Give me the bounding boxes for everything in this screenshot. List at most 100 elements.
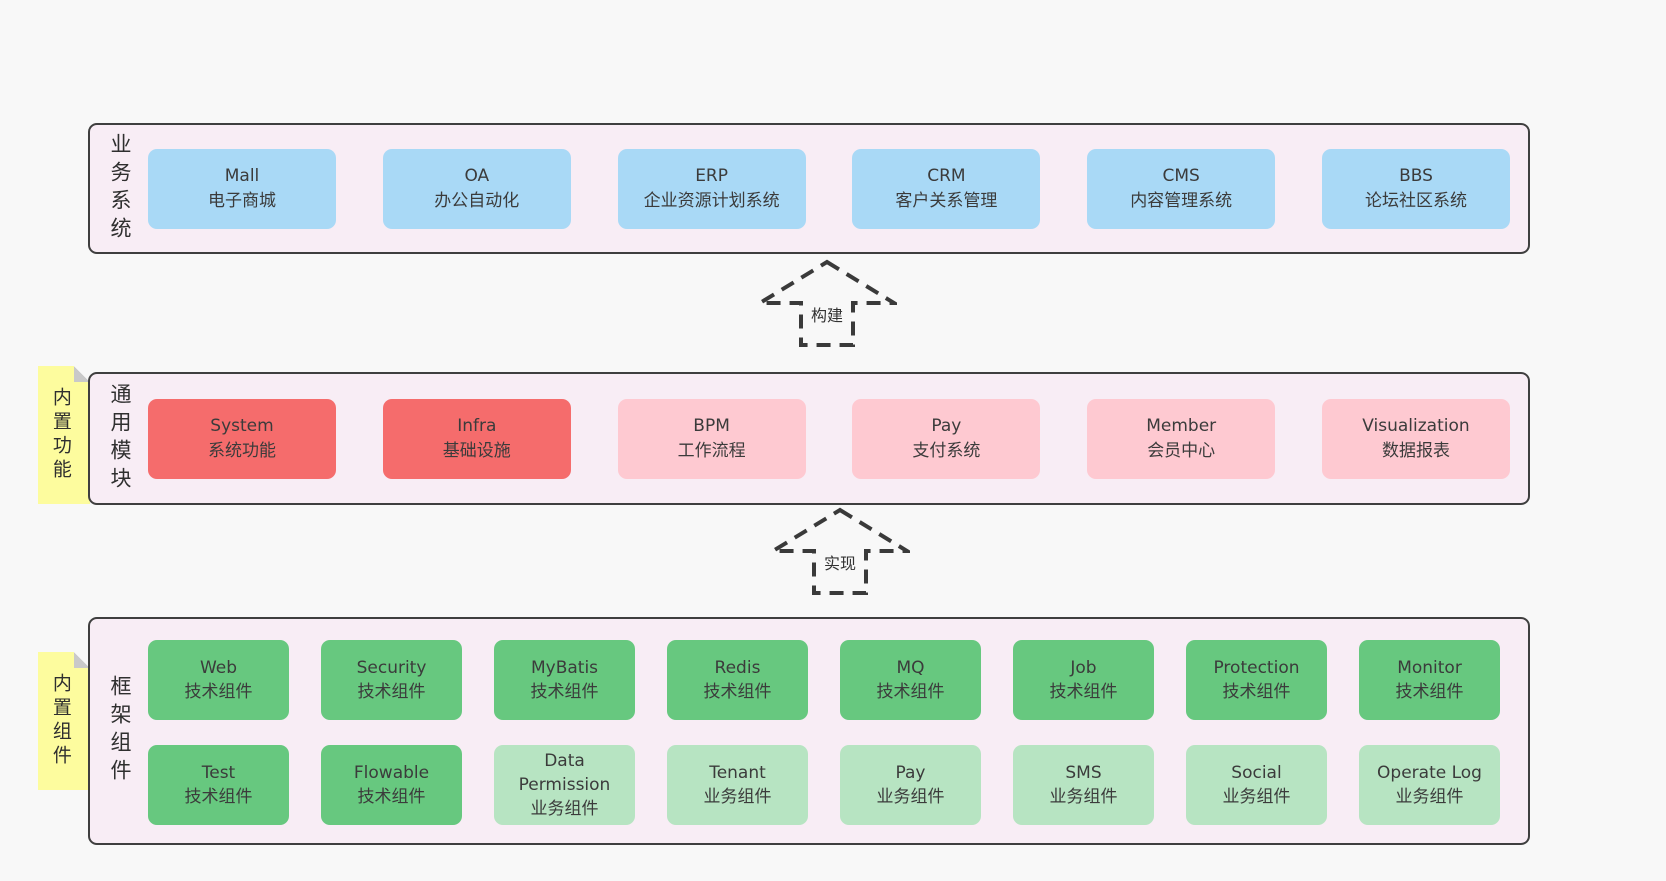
box-tenant: Tenant 业务组件	[667, 745, 808, 825]
box-name: BBS	[1399, 166, 1433, 187]
box-desc: 技术组件	[530, 682, 599, 702]
box-protection: Protection 技术组件	[1186, 640, 1327, 720]
box-pay-business: Pay 业务组件	[840, 745, 981, 825]
box-name: MQ	[896, 657, 925, 678]
box-infra: Infra 基础设施	[382, 398, 571, 479]
arrow-implement: 实现	[770, 506, 910, 596]
folded-corner-icon	[74, 652, 90, 668]
box-bbs: BBS 论坛社区系统	[1321, 148, 1510, 229]
box-desc: 内容管理系统	[1130, 190, 1233, 211]
arrow-build-label: 构建	[807, 302, 847, 326]
band-business-systems: 业务系统 Mall 电子商城 OA 办公自动化 ERP 企业资源计划系统 CRM…	[88, 123, 1530, 254]
band-framework-components: 框架组件 Web 技术组件 Security 技术组件 MyBatis 技术组件…	[88, 617, 1530, 845]
box-name: Member	[1146, 416, 1217, 437]
up-arrow-icon	[770, 507, 910, 595]
box-name: ERP	[695, 166, 728, 187]
box-crm: CRM 客户关系管理	[852, 148, 1041, 229]
arrow-implement-label: 实现	[820, 550, 860, 574]
box-pay: Pay 支付系统	[852, 398, 1041, 479]
box-name: Mall	[224, 166, 260, 187]
box-desc: 技术组件	[1395, 682, 1464, 702]
box-name: Social	[1231, 762, 1282, 783]
box-desc: 企业资源计划系统	[643, 190, 780, 211]
box-desc: 论坛社区系统	[1364, 190, 1467, 211]
box-desc: 业务组件	[1395, 787, 1464, 807]
box-name: Infra	[457, 416, 497, 437]
box-desc: 办公自动化	[434, 190, 520, 211]
box-name: System	[210, 416, 274, 437]
box-desc: 会员中心	[1147, 440, 1216, 461]
box-desc: 电子商城	[208, 190, 276, 211]
box-desc: 技术组件	[703, 682, 772, 702]
box-job: Job 技术组件	[1013, 640, 1154, 720]
box-name: Monitor	[1397, 657, 1462, 678]
box-test: Test 技术组件	[148, 745, 289, 825]
box-desc: 支付系统	[912, 440, 981, 461]
box-name: BPM	[693, 416, 730, 437]
box-desc: 数据报表	[1381, 440, 1450, 461]
box-name: Security	[356, 657, 427, 678]
box-name: Data Permission	[518, 750, 611, 795]
box-name: Test	[201, 762, 236, 783]
box-desc: 客户关系管理	[895, 190, 998, 211]
box-desc: 技术组件	[1049, 682, 1118, 702]
box-desc: 系统功能	[208, 440, 276, 461]
box-mybatis: MyBatis 技术组件	[494, 640, 635, 720]
folded-corner-icon	[74, 366, 90, 382]
box-mq: MQ 技术组件	[840, 640, 981, 720]
box-erp: ERP 企业资源计划系统	[617, 148, 806, 229]
box-desc: 技术组件	[184, 787, 253, 807]
box-social: Social 业务组件	[1186, 745, 1327, 825]
box-security: Security 技术组件	[321, 640, 462, 720]
box-desc: 业务组件	[703, 787, 772, 807]
sticky-note-built-in-components: 内置组件	[38, 652, 90, 790]
box-system: System 系统功能	[148, 398, 336, 479]
box-desc: 业务组件	[1049, 787, 1118, 807]
box-name: Web	[199, 657, 238, 678]
box-web: Web 技术组件	[148, 640, 289, 720]
box-desc: 技术组件	[184, 682, 253, 702]
box-member: Member 会员中心	[1087, 398, 1276, 479]
box-mall: Mall 电子商城	[148, 148, 336, 229]
box-desc: 技术组件	[357, 682, 426, 702]
band-label-framework-components: 框架组件	[108, 675, 132, 787]
box-desc: 业务组件	[876, 787, 945, 807]
box-desc: 业务组件	[530, 799, 599, 820]
box-bpm: BPM 工作流程	[617, 398, 806, 479]
box-desc: 业务组件	[1222, 787, 1291, 807]
band-common-modules: 通用模块 System 系统功能 Infra 基础设施 BPM 工作流程 Pay…	[88, 372, 1530, 505]
box-desc: 工作流程	[677, 440, 746, 461]
box-operate-log: Operate Log 业务组件	[1359, 745, 1500, 825]
box-flowable: Flowable 技术组件	[321, 745, 462, 825]
box-monitor: Monitor 技术组件	[1359, 640, 1500, 720]
box-name: CRM	[927, 166, 966, 187]
box-name: Pay	[931, 416, 962, 437]
framework-components-row-2: Test 技术组件 Flowable 技术组件 Data Permission …	[148, 745, 1500, 825]
sticky-note-text: 内置功能	[49, 387, 72, 483]
box-cms: CMS 内容管理系统	[1087, 148, 1276, 229]
sticky-note-text: 内置组件	[49, 673, 72, 769]
box-desc: 基础设施	[442, 440, 511, 461]
box-name: Operate Log	[1377, 762, 1482, 783]
business-systems-row: Mall 电子商城 OA 办公自动化 ERP 企业资源计划系统 CRM 客户关系…	[148, 148, 1510, 229]
band-label-common-modules: 通用模块	[108, 382, 132, 495]
box-redis: Redis 技术组件	[667, 640, 808, 720]
box-visualization: Visualization 数据报表	[1321, 398, 1510, 479]
box-name: Flowable	[353, 762, 430, 783]
box-name: Pay	[895, 762, 926, 783]
box-name: CMS	[1162, 166, 1200, 187]
box-data-permission: Data Permission 业务组件	[494, 745, 635, 825]
box-sms: SMS 业务组件	[1013, 745, 1154, 825]
box-name: OA	[464, 166, 490, 187]
box-name: MyBatis	[530, 657, 599, 678]
band-label-business-systems: 业务系统	[108, 132, 132, 245]
box-name: Protection	[1213, 657, 1300, 678]
arrow-build: 构建	[757, 258, 897, 348]
up-arrow-icon	[757, 259, 897, 347]
box-desc: 技术组件	[357, 787, 426, 807]
box-name: Job	[1070, 657, 1097, 678]
framework-components-row-1: Web 技术组件 Security 技术组件 MyBatis 技术组件 Redi…	[148, 640, 1500, 720]
box-oa: OA 办公自动化	[382, 148, 571, 229]
box-name: SMS	[1065, 762, 1102, 783]
